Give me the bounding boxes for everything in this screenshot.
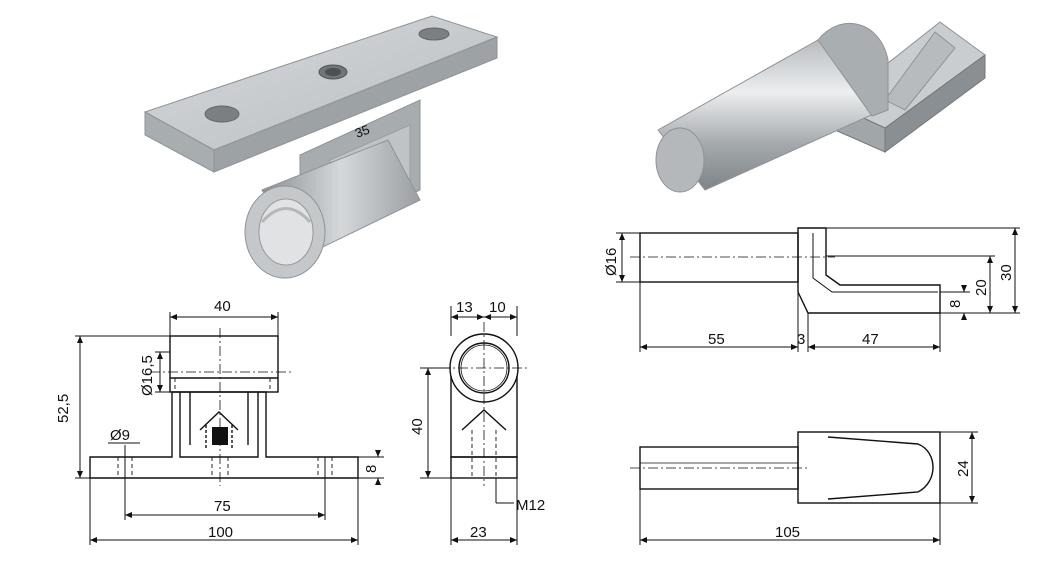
mount-hole-right	[418, 27, 450, 41]
dim-pin-length-55: 55	[708, 331, 725, 348]
left-side-view-labels: 13 10 40 23 M12	[409, 299, 545, 541]
dim-plate-length-47: 47	[862, 331, 879, 348]
left-front-view	[75, 312, 384, 545]
barrel-block	[169, 335, 279, 393]
dim-width-40: 40	[214, 298, 231, 315]
dim-height-20: 20	[973, 279, 990, 296]
pin-top-taper	[827, 436, 934, 500]
dim-gap-3: 3	[797, 331, 805, 348]
pin-collar	[817, 23, 889, 117]
dim-dia-16-5: Ø16,5	[139, 355, 156, 396]
dim-width-23: 23	[470, 524, 487, 541]
dim-base-thickness-8: 8	[363, 465, 380, 473]
right-top-view	[630, 431, 978, 545]
right-side-view	[616, 227, 1020, 352]
pin-collar-plate-outline	[797, 227, 941, 314]
mount-hole-left	[204, 105, 240, 123]
part-engraving-number: 35	[353, 122, 372, 141]
dim-height-52-5: 52,5	[55, 394, 72, 423]
left-side-view	[420, 306, 528, 545]
right-side-view-labels: Ø16 8 20 30 55 3 47	[603, 248, 1015, 348]
thread-m12: M12	[516, 497, 545, 514]
dim-total-length-105: 105	[775, 524, 800, 541]
barrel-bore	[258, 198, 314, 266]
mount-plate-side-face	[213, 36, 498, 173]
dim-hole-spacing-75: 75	[214, 498, 231, 515]
dim-width-24: 24	[955, 460, 972, 477]
dim-13: 13	[456, 299, 473, 316]
right-top-view-labels: 24 105	[775, 460, 972, 541]
dim-plate-8: 8	[947, 300, 964, 308]
right-part-3d-render	[655, 21, 986, 193]
dim-base-length-100: 100	[208, 524, 233, 541]
dim-hole-dia-9: Ø9	[110, 427, 130, 444]
dim-10: 10	[489, 299, 506, 316]
pin-shaft-outline	[639, 232, 799, 283]
dim-height-40: 40	[409, 418, 426, 435]
pin-top-plate	[797, 431, 941, 504]
dim-pin-dia-16: Ø16	[603, 248, 620, 276]
left-part-3d-render: 35	[143, 15, 499, 279]
pin-taper	[884, 31, 956, 111]
left-front-view-labels: 40 52,5 Ø16,5 Ø9 8 75 100	[55, 298, 380, 541]
dim-height-30: 30	[998, 264, 1015, 281]
pin-end-face	[655, 127, 705, 193]
